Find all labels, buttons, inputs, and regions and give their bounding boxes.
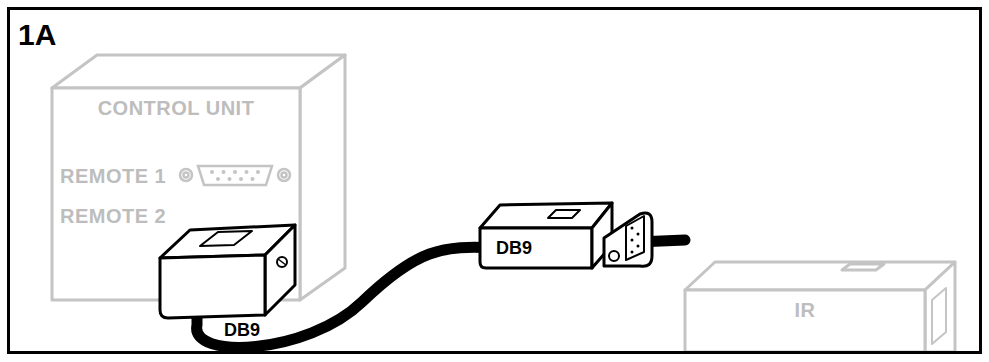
housing-side [300,55,345,300]
housing-top [52,55,345,88]
socket-hole [631,227,634,230]
plug-screw [277,257,287,267]
unit-name: CONTROL UNIT [98,98,255,118]
plug-side [265,225,295,315]
db9-plug-female [480,203,652,268]
plug-front [160,255,265,318]
plug-top [480,203,612,228]
control-unit-box: CONTROL UNIT REMOTE 1 REMOTE 2 [52,88,300,300]
port-pin [222,170,226,174]
port-pin [210,170,214,174]
plug-screw [609,251,619,261]
socket-hole [631,251,634,254]
socket-holes [631,227,640,254]
plug-grip [548,210,580,218]
port-pin [228,177,232,181]
panel-title: 1A [18,20,56,50]
remote-1-port [180,166,290,185]
unit-name: IR [795,300,816,320]
port-pin [251,177,255,181]
panel-frame [9,9,981,353]
ir-box: IR [685,230,955,352]
plug-screw-slot [278,259,286,265]
port-screw [180,169,192,181]
port-pin [256,170,260,174]
ir-top [685,262,955,290]
connector-name: DB9 [494,238,534,258]
connector-name: DB9 [222,320,262,340]
port-pin [245,170,249,174]
ir-front [685,290,925,352]
plug-socket [626,216,644,260]
port-screw [278,169,290,181]
ir-housing [685,262,955,352]
port-pin [239,177,243,181]
db9-plug-male [160,225,295,318]
port-name: REMOTE 2 [60,206,166,226]
plug-grip [200,231,252,246]
plug-shell [604,213,652,266]
port-pins [210,170,260,181]
socket-hole [637,245,640,248]
socket-hole [631,239,634,242]
port-screw [282,173,287,178]
ir-window [842,264,884,270]
port-screw [184,173,189,178]
port-name: REMOTE 1 [60,166,166,186]
ir-port [932,288,946,344]
ir-side [925,262,955,352]
plug-front [480,228,592,268]
port-pin [216,177,220,181]
port-shell [198,166,272,185]
socket-hole [637,233,640,236]
port-pin [233,170,237,174]
